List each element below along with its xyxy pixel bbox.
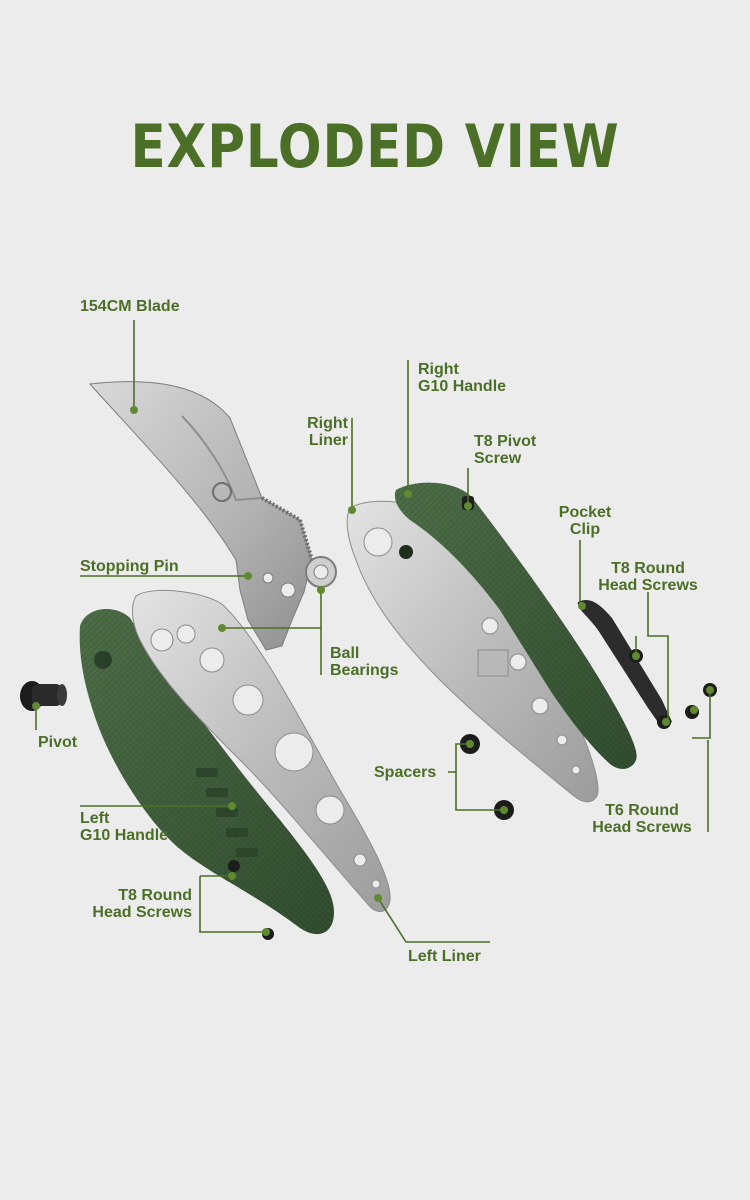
label-stopping-pin: Stopping Pin (80, 558, 179, 575)
label-ball-bearings: Ball Bearings (330, 645, 398, 679)
label-right-g10-handle: Right G10 Handle (418, 361, 506, 395)
label-right-liner: Right Liner (260, 415, 348, 449)
label-t8-round-head-screws-left: T8 Round Head Screws (74, 887, 192, 921)
label-spacers: Spacers (374, 764, 436, 781)
label-pocket-clip: Pocket Clip (540, 504, 630, 538)
label-pivot: Pivot (38, 734, 77, 751)
label-t6-round-head-screws: T6 Round Head Screws (578, 802, 706, 836)
pivot-part (20, 681, 67, 711)
label-t8-round-head-screws-right: T8 Round Head Screws (584, 560, 712, 594)
label-left-g10-handle: Left G10 Handle (80, 810, 168, 844)
label-blade: 154CM Blade (80, 298, 180, 315)
label-left-liner: Left Liner (408, 948, 481, 965)
label-t8-pivot-screw: T8 Pivot Screw (474, 433, 536, 467)
